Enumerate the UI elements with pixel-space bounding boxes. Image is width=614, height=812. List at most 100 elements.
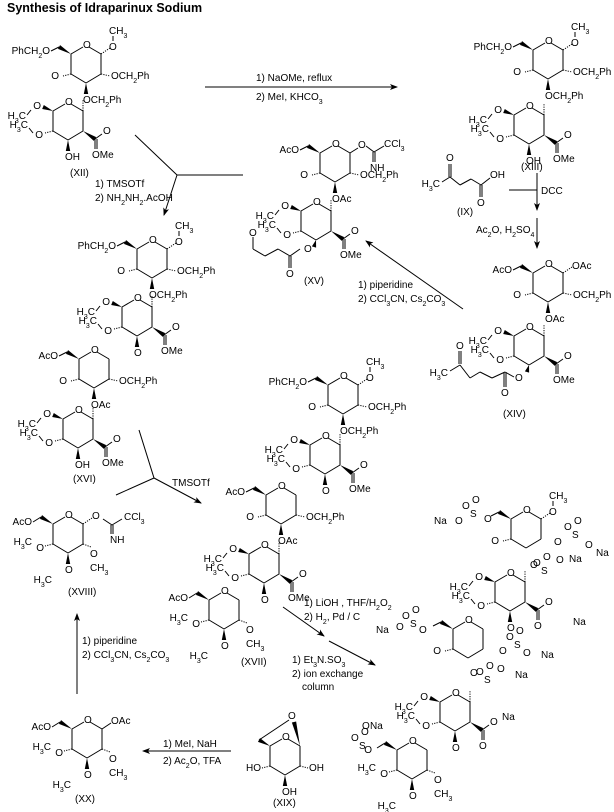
atom-label: O (290, 435, 298, 446)
atom-label: OAc (278, 536, 297, 547)
atom-label: OCH2Ph (368, 402, 406, 416)
atom-label: H3C (204, 554, 222, 568)
compound-label-xix: (XIX) (273, 798, 296, 809)
scheme-title: Synthesis of Idraparinux Sodium (7, 1, 203, 15)
atom-label: H3C (170, 613, 188, 627)
atom-label: OH (490, 170, 505, 181)
atom-label: O (55, 748, 63, 759)
atom-label: O (104, 326, 112, 337)
condition-line: Ac2O, H2SO4 (476, 225, 535, 239)
atom-label: O (455, 516, 463, 527)
atom-label: O (33, 101, 41, 112)
atom-label: O (506, 632, 514, 643)
atom-label: O (496, 355, 504, 366)
atom-label: PhCH2O (12, 46, 51, 60)
condition-line: 1) Et3N.SO3 (292, 655, 345, 669)
atom-label: O (484, 514, 492, 525)
atom-label: OH (75, 460, 90, 471)
atom-label: O (281, 201, 289, 212)
atom-label: H3C (206, 563, 224, 577)
atom-label: CH3 (109, 26, 127, 40)
ring-oxygen: O (322, 431, 330, 442)
conditions-xvi-xviii-to-xvii: TMSOTf (172, 478, 210, 489)
atom-label: CH3 (175, 221, 193, 235)
atom-label: O (261, 595, 269, 606)
arrow-xvi-xviii-to-xvii (115, 429, 202, 504)
atom-label: O (358, 140, 366, 151)
atom-label: S (541, 566, 548, 577)
atom-label: H3C (77, 307, 95, 321)
ring-oxygen: O (465, 615, 473, 626)
atom-label: OH (65, 152, 80, 163)
atom-label: Na (376, 625, 389, 636)
atom-label: O (530, 560, 538, 571)
atom-label: CH3 (109, 768, 127, 782)
conditions-xix-to-xx: 1) MeI, NaH 2) Ac2O, TFA (163, 739, 222, 770)
condition-line: column (302, 682, 334, 693)
atom-label: O (446, 153, 454, 164)
atom-label: CH3 (549, 491, 567, 505)
atom-label: H3C (397, 711, 415, 725)
ring-oxygen: O (545, 36, 553, 47)
condition-line: 1) piperidine (82, 636, 137, 647)
atom-label: OCH2Ph (83, 95, 121, 109)
atom-label: O (304, 244, 312, 255)
compound-label-xvii: (XVII) (241, 657, 267, 668)
atom-label: Na (573, 617, 586, 628)
atom-label: S (572, 530, 579, 541)
atom-label: O (322, 486, 330, 497)
atom-label: OH (282, 787, 297, 798)
atom-label: O (479, 741, 487, 752)
conditions-xiv-to-xv: 1) piperidine 2) CCl3CN, Cs2CO3 (358, 280, 445, 308)
conditions-xii-xv-to-xvi: 1) TMSOTf 2) NH2NH2.AcOH (95, 179, 173, 207)
ring-oxygen: O (261, 540, 269, 551)
condition-line: 2) NH2NH2.AcOH (95, 193, 173, 207)
atom-label: O (366, 373, 374, 384)
atom-label: AcO (169, 593, 189, 604)
atom-label: OAc (545, 314, 564, 325)
atom-label: OCH2Ph (177, 266, 215, 280)
atom-label: O (477, 198, 485, 209)
ring-oxygen: O (523, 505, 531, 516)
atom-label: O (422, 721, 430, 732)
atom-label: Na (434, 516, 447, 527)
atom-label: O (571, 38, 579, 49)
atom-label: O (175, 237, 183, 248)
atom-label: OCH2Ph (340, 426, 378, 440)
atom-label: O (499, 646, 507, 657)
atom-label: AcO (493, 265, 513, 276)
atom-label: O (420, 692, 428, 703)
atom-label: OCH2Ph (119, 376, 157, 390)
atom-label: H3C (358, 763, 376, 777)
ring-oxygen: O (278, 481, 286, 492)
atom-label: S (359, 741, 366, 752)
compound-label-xii: (XII) (70, 168, 89, 179)
atom-label: H3C (256, 211, 274, 225)
atom-label: AcO (32, 722, 52, 733)
atom-label: O (470, 668, 478, 679)
atom-label: O (486, 661, 494, 672)
atom-label: H3C (14, 537, 32, 551)
atom-label: H3C (471, 124, 489, 138)
atom-label: O (221, 641, 229, 652)
atom-label: O (490, 717, 498, 728)
atom-label: S (514, 640, 521, 651)
condition-line: 1) LiOH , THF/H2O2 (304, 598, 392, 612)
ring-oxygen: O (65, 97, 73, 108)
atom-label: O (246, 625, 254, 636)
atom-label: H3C (471, 345, 489, 359)
atom-label: O (554, 537, 562, 548)
ring-oxygen: O (313, 197, 321, 208)
atom-label: O (109, 754, 117, 765)
condition-line: 1) NaOMe, reflux (256, 73, 332, 84)
ring-oxygen: O (91, 345, 99, 356)
atom-label: O (43, 409, 51, 420)
atom-label: H3C (53, 780, 71, 794)
atom-label: OCH2Ph (306, 512, 344, 526)
atom-label: OAc (111, 716, 130, 727)
atom-label: O (574, 516, 582, 527)
